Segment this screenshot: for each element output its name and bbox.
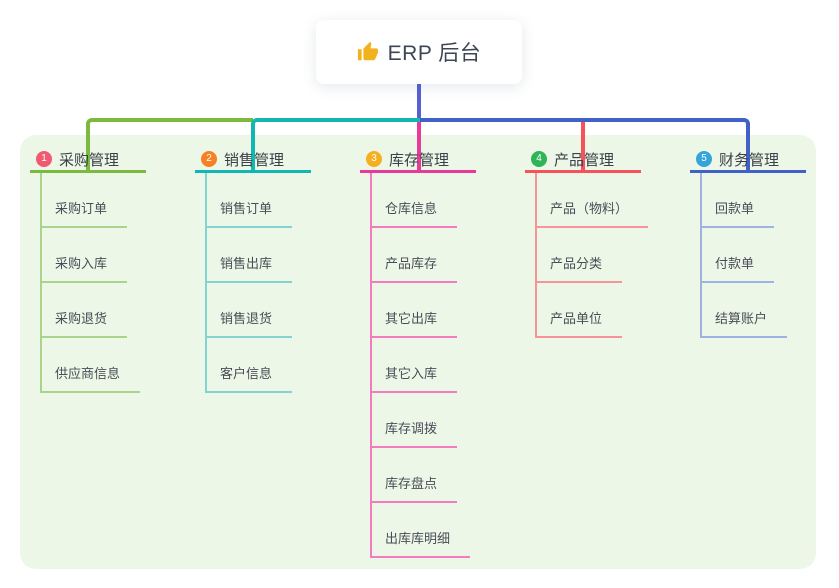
child-node[interactable]: 回款单 xyxy=(700,173,775,228)
child-node[interactable]: 产品（物料） xyxy=(535,173,649,228)
branch-3: 3 库存管理 仓库信息 产品库存 其它出库 其它入库 库存调拨 库存盘点 出库库… xyxy=(360,148,476,558)
child-label: 销售退货 xyxy=(220,311,273,326)
child-label: 产品（物料） xyxy=(550,201,629,216)
connector-line xyxy=(417,84,421,122)
branch-children: 产品（物料） 产品分类 产品单位 xyxy=(535,173,649,338)
branch-label: 库存管理 xyxy=(389,151,450,169)
branch-label: 采购管理 xyxy=(59,151,120,169)
child-label: 其它入库 xyxy=(385,366,438,381)
branch-number-badge: 4 xyxy=(531,151,547,167)
child-label: 付款单 xyxy=(715,256,755,271)
connector-line xyxy=(86,118,253,173)
branch-node-1[interactable]: 1 采购管理 xyxy=(30,148,146,173)
child-node[interactable]: 库存盘点 xyxy=(370,448,458,503)
child-label: 库存调拨 xyxy=(385,421,438,436)
branch-children-rail xyxy=(700,173,702,338)
child-node[interactable]: 其它入库 xyxy=(370,338,458,393)
branch-2: 2 销售管理 销售订单 销售出库 销售退货 客户信息 xyxy=(195,148,311,393)
root-title: ERP 后台 xyxy=(387,42,482,65)
child-label: 回款单 xyxy=(715,201,755,216)
branch-children: 回款单 付款单 结算账户 xyxy=(700,173,788,338)
child-node[interactable]: 销售出库 xyxy=(205,228,293,283)
branch-1: 1 采购管理 采购订单 采购入库 采购退货 供应商信息 xyxy=(30,148,146,393)
branch-node-3[interactable]: 3 库存管理 xyxy=(360,148,476,173)
branch-5: 5 财务管理 回款单 付款单 结算账户 xyxy=(690,148,806,338)
child-label: 库存盘点 xyxy=(385,476,438,491)
connector-line xyxy=(251,118,420,173)
child-label: 结算账户 xyxy=(715,311,768,326)
branch-children: 仓库信息 产品库存 其它出库 其它入库 库存调拨 库存盘点 出库库明细 xyxy=(370,173,471,558)
child-node[interactable]: 客户信息 xyxy=(205,338,293,393)
child-label: 销售订单 xyxy=(220,201,273,216)
branch-label: 财务管理 xyxy=(719,151,780,169)
child-label: 销售出库 xyxy=(220,256,273,271)
child-node[interactable]: 产品库存 xyxy=(370,228,458,283)
branch-number-badge: 5 xyxy=(696,151,712,167)
root-node[interactable]: ERP 后台 xyxy=(316,20,522,84)
child-label: 客户信息 xyxy=(220,366,273,381)
child-node[interactable]: 采购入库 xyxy=(40,228,128,283)
child-label: 供应商信息 xyxy=(55,366,121,381)
child-node[interactable]: 其它出库 xyxy=(370,283,458,338)
branch-number-badge: 3 xyxy=(366,151,382,167)
branch-label: 销售管理 xyxy=(224,151,285,169)
child-node[interactable]: 供应商信息 xyxy=(40,338,141,393)
branch-4: 4 产品管理 产品（物料） 产品分类 产品单位 xyxy=(525,148,649,338)
child-node[interactable]: 采购订单 xyxy=(40,173,128,228)
child-node[interactable]: 结算账户 xyxy=(700,283,788,338)
child-node[interactable]: 库存调拨 xyxy=(370,393,458,448)
child-label: 采购入库 xyxy=(55,256,108,271)
thumbs-up-icon xyxy=(357,41,379,63)
branch-node-2[interactable]: 2 销售管理 xyxy=(195,148,311,173)
child-node[interactable]: 产品单位 xyxy=(535,283,623,338)
branch-children: 采购订单 采购入库 采购退货 供应商信息 xyxy=(40,173,141,393)
branch-number-badge: 1 xyxy=(36,151,52,167)
child-node[interactable]: 出库库明细 xyxy=(370,503,471,558)
child-label: 其它出库 xyxy=(385,311,438,326)
branch-children-rail xyxy=(40,173,42,393)
branch-label: 产品管理 xyxy=(554,151,615,169)
connector-line xyxy=(581,122,585,173)
branch-number-badge: 2 xyxy=(201,151,217,167)
child-label: 采购退货 xyxy=(55,311,108,326)
branch-children-rail xyxy=(205,173,207,393)
branch-children: 销售订单 销售出库 销售退货 客户信息 xyxy=(205,173,293,393)
child-label: 出库库明细 xyxy=(385,531,451,546)
child-label: 采购订单 xyxy=(55,201,108,216)
connector-line xyxy=(417,122,421,173)
child-label: 仓库信息 xyxy=(385,201,438,216)
branch-node-4[interactable]: 4 产品管理 xyxy=(525,148,641,173)
child-label: 产品库存 xyxy=(385,256,438,271)
child-node[interactable]: 销售订单 xyxy=(205,173,293,228)
child-node[interactable]: 采购退货 xyxy=(40,283,128,338)
branch-children-rail xyxy=(535,173,537,338)
child-node[interactable]: 付款单 xyxy=(700,228,775,283)
child-label: 产品单位 xyxy=(550,311,603,326)
child-node[interactable]: 产品分类 xyxy=(535,228,623,283)
branch-node-5[interactable]: 5 财务管理 xyxy=(690,148,806,173)
connector-line xyxy=(420,118,750,173)
child-label: 产品分类 xyxy=(550,256,603,271)
child-node[interactable]: 销售退货 xyxy=(205,283,293,338)
branch-children-rail xyxy=(370,173,372,558)
child-node[interactable]: 仓库信息 xyxy=(370,173,458,228)
branches-panel xyxy=(20,135,816,569)
